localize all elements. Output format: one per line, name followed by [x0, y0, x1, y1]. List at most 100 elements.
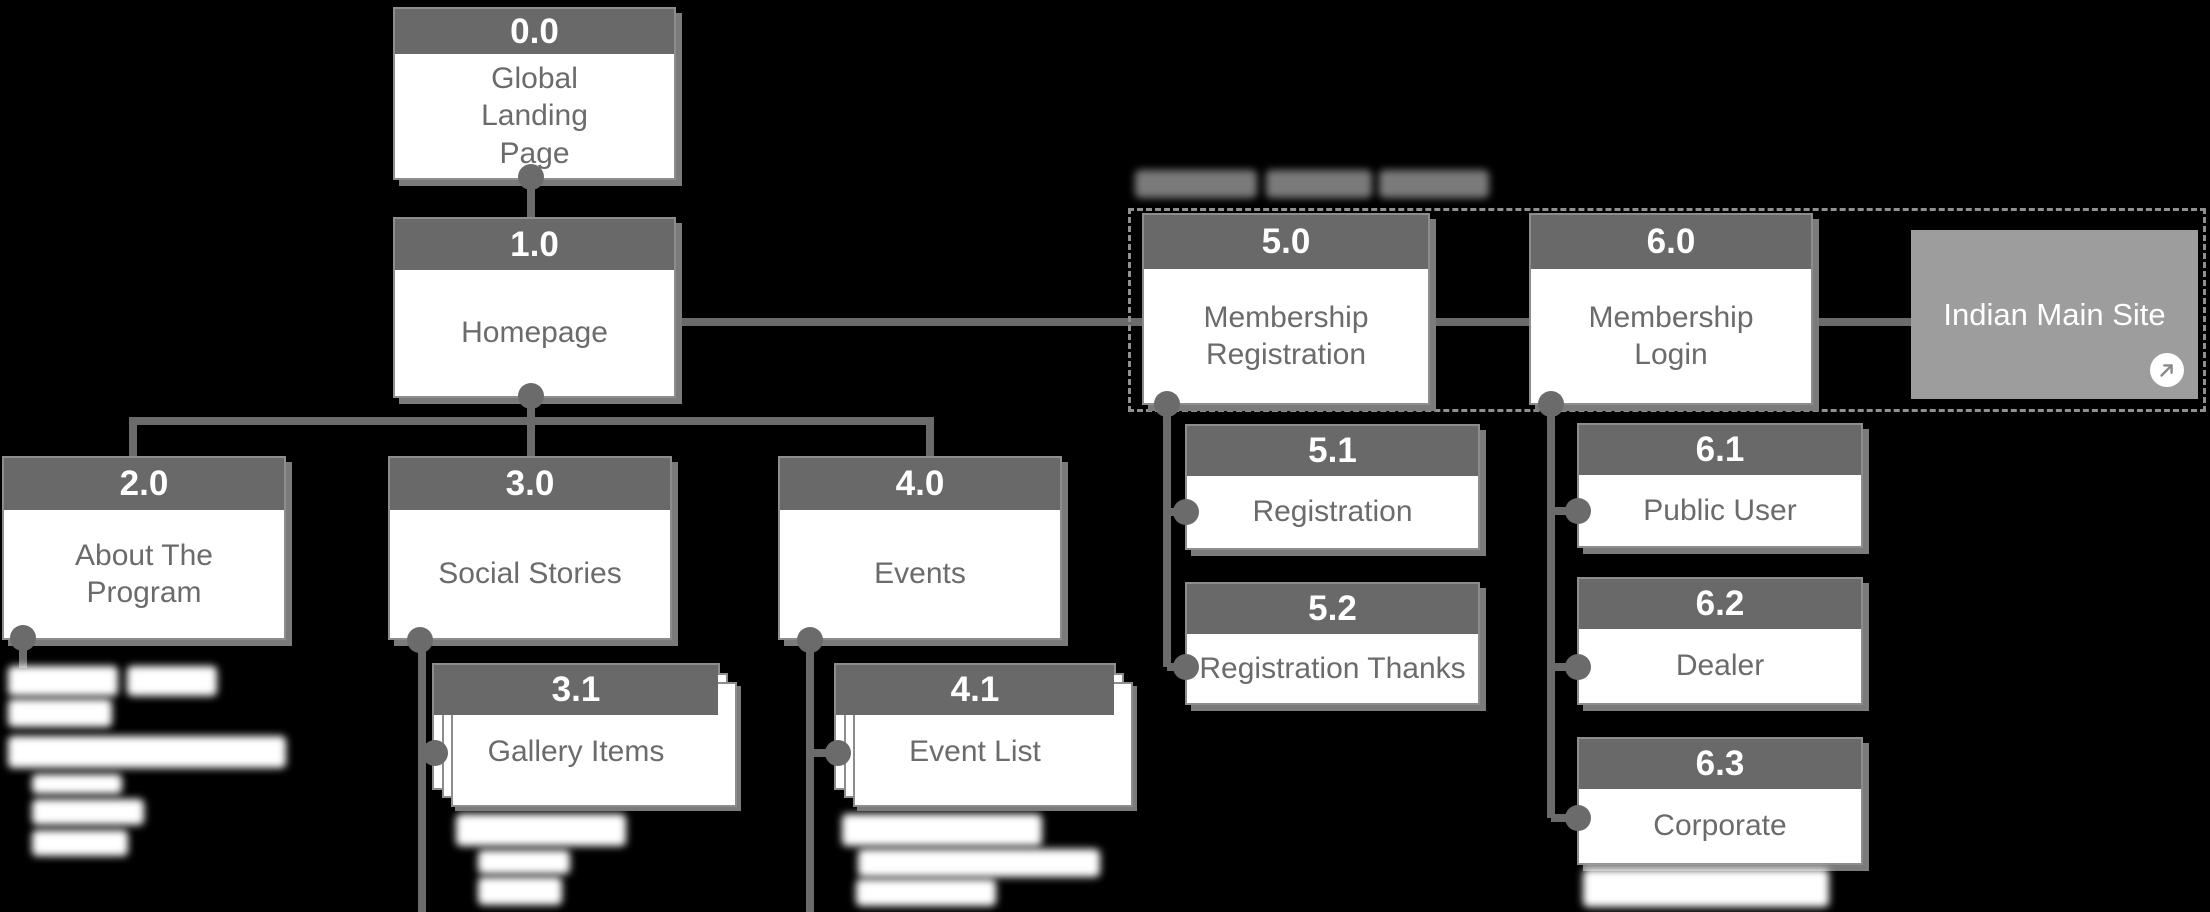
node-6-1-header: 6.1	[1579, 425, 1861, 475]
node-5-0-label: Membership Registration	[1203, 300, 1369, 372]
node-5-2-label: Registration Thanks	[1199, 651, 1466, 685]
redacted-text-bar	[1379, 170, 1489, 198]
node-2-0-header: 2.0	[4, 458, 284, 510]
node-4-1: 4.1 Event List	[834, 663, 1133, 807]
node-4-1-header: 4.1	[836, 665, 1114, 715]
node-3-1-header: 3.1	[434, 665, 718, 715]
dot-0-0-bottom	[518, 164, 544, 190]
node-6-0-label: Membership Login	[1588, 300, 1754, 372]
node-6-1: 6.1 Public User	[1577, 423, 1863, 548]
node-5-2-header: 5.2	[1187, 584, 1478, 634]
node-6-3-number: 6.3	[1695, 744, 1745, 783]
redacted-text-bar	[8, 666, 118, 696]
vline-3-column	[418, 640, 426, 912]
node-indian-main-site-label: Indian Main Site	[1943, 296, 2166, 332]
node-5-1-number: 5.1	[1308, 431, 1357, 470]
node-5-2: 5.2 Registration Thanks	[1185, 582, 1480, 705]
redacted-text-bar	[842, 814, 1042, 846]
node-4-0-body: Events	[780, 510, 1060, 638]
dot-5-1-left	[1173, 499, 1199, 525]
node-6-1-label: Public User	[1643, 493, 1797, 527]
node-5-1-header: 5.1	[1187, 426, 1478, 476]
dot-3-0-bottom	[407, 627, 433, 653]
redacted-text-bar	[32, 774, 122, 794]
node-6-2-body: Dealer	[1579, 629, 1861, 703]
dot-6-3-left	[1565, 805, 1591, 831]
redacted-text-bar	[858, 849, 1100, 877]
connector-homepage-down	[527, 398, 535, 456]
redacted-text-bar	[32, 799, 144, 825]
stub-6-3	[1551, 814, 1577, 822]
branch-line-row2	[129, 417, 934, 425]
node-5-1-label: Registration	[1252, 495, 1413, 529]
node-6-3-body: Corporate	[1579, 789, 1861, 863]
node-1-0-label: Homepage	[461, 316, 608, 350]
node-4-0-label: Events	[874, 557, 966, 591]
stub-6-1	[1551, 507, 1577, 515]
node-1-0-number: 1.0	[510, 224, 559, 264]
node-6-1-body: Public User	[1579, 475, 1861, 546]
node-4-1-label: Event List	[909, 734, 1041, 768]
node-6-0-number: 6.0	[1646, 222, 1696, 261]
node-4-0-header: 4.0	[780, 458, 1060, 510]
drop-to-4-0	[926, 417, 934, 456]
redacted-text-bar	[478, 850, 570, 874]
node-4-0-number: 4.0	[895, 464, 945, 503]
dot-4-0-bottom	[797, 627, 823, 653]
dot-3-1-left	[422, 740, 448, 766]
node-2-0-body: About The Program	[4, 510, 284, 638]
dot-6-2-left	[1565, 654, 1591, 680]
node-3-0-body: Social Stories	[390, 510, 670, 638]
node-4-1-number: 4.1	[950, 670, 1000, 709]
node-5-0-number: 5.0	[1261, 222, 1311, 261]
node-1-0-header: 1.0	[395, 219, 674, 270]
membership-group-outline	[1128, 208, 2206, 412]
redacted-text-bar	[1266, 170, 1372, 198]
node-0-0: 0.0 Global Landing Page	[393, 7, 676, 180]
node-1-0: 1.0 Homepage	[393, 217, 676, 398]
drop-to-2-0	[129, 417, 137, 456]
node-6-0-header: 6.0	[1531, 215, 1811, 269]
node-2-0: 2.0 About The Program	[2, 456, 286, 640]
node-5-2-number: 5.2	[1308, 589, 1357, 628]
redacted-text-bar	[8, 736, 286, 768]
node-3-0: 3.0 Social Stories	[388, 456, 672, 640]
node-6-3-label: Corporate	[1653, 809, 1787, 843]
redacted-text-bar	[127, 666, 217, 696]
node-5-1-body: Registration	[1187, 476, 1478, 548]
node-4-1-body: Event List	[836, 715, 1114, 788]
node-4-0: 4.0 Events	[778, 456, 1062, 640]
dot-6-1-left	[1565, 498, 1591, 524]
node-3-0-label: Social Stories	[438, 557, 622, 591]
node-5-0-body: Membership Registration	[1144, 269, 1428, 403]
node-5-0: 5.0 Membership Registration	[1142, 213, 1430, 405]
vline-4-column	[806, 640, 814, 912]
node-6-1-number: 6.1	[1695, 430, 1745, 469]
redacted-text-bar	[32, 830, 128, 856]
node-0-0-label: Global Landing Page	[481, 61, 588, 170]
vline-6-column	[1547, 401, 1555, 818]
node-2-0-number: 2.0	[119, 464, 169, 503]
node-3-1-number: 3.1	[551, 670, 601, 709]
redacted-text-bar	[478, 877, 562, 905]
node-6-2-number: 6.2	[1695, 584, 1745, 623]
node-1-0-body: Homepage	[395, 270, 674, 396]
vline-5-column	[1163, 401, 1171, 667]
node-3-1: 3.1 Gallery Items	[432, 663, 737, 807]
dot-5-0-bottom	[1154, 391, 1180, 417]
node-3-1-label: Gallery Items	[487, 734, 665, 768]
connector-0-to-1	[527, 178, 535, 219]
node-3-0-number: 3.0	[505, 464, 555, 503]
redacted-text-bar	[456, 814, 626, 846]
node-indian-main-site: Indian Main Site	[1911, 230, 2198, 399]
node-6-3: 6.3 Corporate	[1577, 737, 1863, 865]
stub-under-2-0	[19, 640, 27, 668]
link-5-0-to-6-0	[1430, 318, 1529, 326]
dot-1-0-bottom	[518, 383, 544, 409]
external-link-icon	[2150, 353, 2184, 387]
dot-2-0-bottom	[10, 625, 36, 651]
stub-6-2	[1551, 663, 1577, 671]
node-6-0-body: Membership Login	[1531, 269, 1811, 403]
node-5-1: 5.1 Registration	[1185, 424, 1480, 550]
